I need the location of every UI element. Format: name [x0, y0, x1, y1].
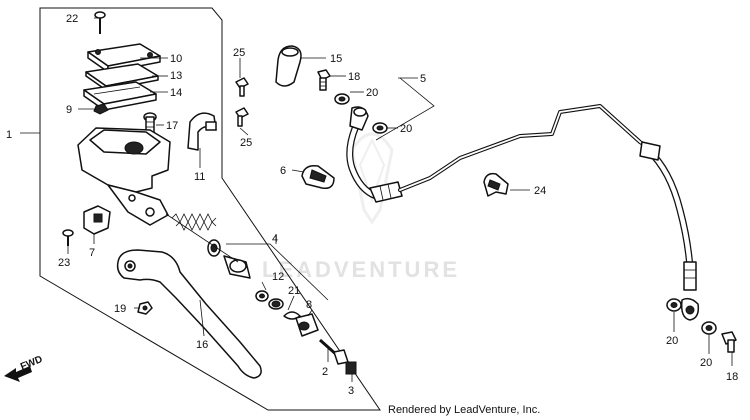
callout-11: 11	[194, 171, 205, 183]
callout-25b: 25	[240, 137, 252, 149]
assembly-outline	[39, 7, 381, 411]
brake-pipe	[398, 104, 654, 192]
callout-2: 2	[322, 366, 328, 378]
forward-label: FWD	[19, 354, 44, 373]
lower-banjo-bolt	[721, 331, 737, 353]
master-cylinder-body	[77, 127, 171, 226]
brake-hose	[346, 106, 403, 203]
callout-5: 5	[420, 73, 426, 85]
callout-20b: 20	[400, 123, 412, 135]
callout-21: 21	[288, 285, 300, 297]
callout-18b: 18	[726, 371, 738, 383]
piston-cup	[207, 239, 221, 257]
switch-screw	[62, 229, 74, 246]
sealing-washer-2	[372, 122, 388, 134]
callout-13: 13	[170, 70, 182, 82]
push-rod-cap	[345, 361, 357, 375]
callout-19: 19	[114, 303, 126, 315]
callout-9: 9	[66, 104, 72, 116]
callout-6: 6	[280, 165, 286, 177]
piston-spring	[171, 213, 217, 231]
footer-credit: Rendered by LeadVenture, Inc.	[388, 404, 540, 416]
callout-12: 12	[272, 271, 284, 283]
forward-arrow: FWD	[4, 354, 44, 382]
sealing-washer-3	[666, 298, 682, 312]
leader-lines	[67, 17, 733, 382]
callout-20c: 20	[666, 335, 678, 347]
piston	[223, 255, 251, 279]
callout-25a: 25	[233, 47, 245, 59]
pivot-nut	[137, 301, 153, 315]
callout-14: 14	[170, 87, 182, 99]
callout-15: 15	[330, 53, 342, 65]
callout-1: 1	[6, 129, 12, 141]
push-rod	[319, 338, 349, 365]
snap-ring	[268, 298, 284, 310]
callout-16: 16	[196, 339, 208, 351]
cap-screw	[94, 11, 106, 34]
callout-17: 17	[166, 120, 178, 132]
callout-22: 22	[66, 13, 78, 25]
banjo-cover	[275, 45, 302, 87]
callout-4: 4	[272, 233, 278, 245]
callout-10: 10	[170, 53, 182, 65]
nut	[93, 103, 109, 115]
callout-3: 3	[348, 385, 354, 397]
lower-hose	[639, 141, 700, 321]
piston-washer	[255, 290, 269, 302]
callout-20d: 20	[700, 357, 712, 369]
pipe-clamp	[483, 172, 509, 197]
banjo-bolt	[317, 69, 331, 91]
brake-lever	[116, 249, 262, 379]
pivot-bolt	[143, 112, 157, 134]
watermark-text: LEADVENTURE	[262, 257, 460, 282]
bolt-lower	[235, 107, 249, 127]
callout-labels: 1 2 3 4 5 6 7 8 9 10 11 12 13 14 15 16 1…	[6, 13, 738, 397]
brake-switch	[83, 205, 111, 235]
diaphragm	[83, 81, 157, 111]
bolt-upper	[235, 77, 249, 97]
boot	[295, 313, 319, 337]
callout-23: 23	[58, 257, 70, 269]
handlebar-holder	[187, 112, 217, 151]
callout-18: 18	[348, 71, 360, 83]
callout-7: 7	[89, 247, 95, 259]
sealing-washer-4	[701, 321, 717, 335]
callout-8: 8	[306, 299, 312, 311]
callout-24: 24	[534, 185, 546, 197]
callout-20a: 20	[366, 87, 378, 99]
hose-clamp	[301, 164, 335, 190]
sealing-washer-1	[334, 93, 350, 105]
